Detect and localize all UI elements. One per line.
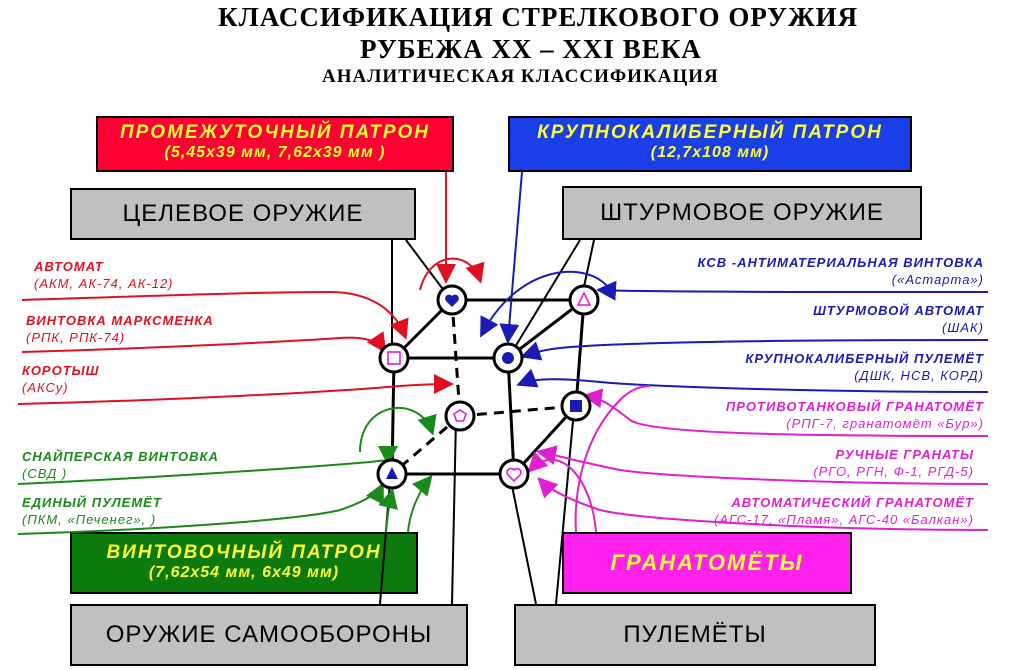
label-avtomat: АВТОМАТ (АКМ, АК-74, АК-12)	[34, 259, 174, 291]
triangle-outline-icon	[568, 284, 600, 316]
label-antitank-launcher: ПРОТИВОТАНКОВЫЙ ГРАНАТОМЁТ (РПГ-7, грана…	[725, 399, 984, 431]
label-korotysh: КОРОТЫШ (АКСу)	[22, 363, 100, 395]
label-hand-grenades: РУЧНЫЕ ГРАНАТЫ (РГО, РГН, Ф-1, РГД-5)	[813, 447, 974, 479]
blue-arrows	[480, 171, 989, 393]
intermediate-cartridge-title: ПРОМЕЖУТОЧНЫЙ ПАТРОН	[119, 122, 431, 143]
label-sniper-rifle: СНАЙПЕРСКАЯ ВИНТОВКА (СВД )	[22, 449, 219, 481]
target-weapons-box: ЦЕЛЕВОЕ ОРУЖИЕ	[70, 188, 416, 240]
rifle-cartridge-spec: (7,62х54 мм, 6х49 мм)	[148, 564, 340, 581]
large-caliber-cartridge-spec: (12,7х108 мм)	[650, 144, 770, 161]
label-universal-mg: ЕДИНЫЙ ПУЛЕМЁТ (ПКМ, «Печенег», )	[22, 495, 162, 527]
cube	[390, 298, 586, 476]
label-assault-rifle-shak: ШТУРМОВОЙ АВТОМАТ (ШАК)	[813, 303, 984, 335]
heart-icon	[436, 284, 468, 316]
heart-outline-icon	[498, 458, 530, 490]
label-auto-grenade-launcher: АВТОМАТИЧЕСКИЙ ГРАНАТОМЁТ (АГС-17, «Плам…	[714, 495, 974, 527]
magenta-arrows	[527, 385, 989, 533]
large-caliber-cartridge-title: КРУПНОКАЛИБЕРНЫЙ ПАТРОН	[537, 122, 883, 143]
intermediate-cartridge-spec: (5,45х39 мм, 7,62х39 мм )	[164, 144, 386, 161]
label-ksv-rifle: КСВ -АНТИМАТЕРИАЛЬНАЯ ВИНТОВКА («Астарта…	[697, 255, 984, 287]
large-caliber-cartridge-box: КРУПНОКАЛИБЕРНЫЙ ПАТРОН (12,7х108 мм)	[508, 116, 912, 172]
square-outline-icon	[378, 342, 410, 374]
page-title-line1: КЛАССИФИКАЦИЯ СТРЕЛКОВОГО ОРУЖИЯ	[218, 2, 859, 32]
green-arrows	[17, 407, 437, 535]
page-title-line2: РУБЕЖА XX – XXI ВЕКА	[360, 34, 702, 64]
red-arrows	[17, 172, 485, 405]
label-heavy-mg: КРУПНОКАЛИБЕРНЫЙ ПУЛЕМЁТ (ДШК, НСВ, КОРД…	[745, 351, 984, 383]
grenade-launchers-title: ГРАНАТОМЁТЫ	[610, 550, 804, 575]
page-subtitle: АНАЛИТИЧЕСКАЯ КЛАССИФИКАЦИЯ	[322, 66, 719, 87]
rifle-cartridge-box: ВИНТОВОЧНЫЙ ПАТРОН (7,62х54 мм, 6х49 мм)	[70, 532, 418, 594]
rifle-cartridge-title: ВИНТОВОЧНЫЙ ПАТРОН	[106, 542, 382, 563]
label-marksman-rifle: ВИНТОВКА МАРКСМЕНКА (РПК, РПК-74)	[26, 313, 214, 345]
intermediate-cartridge-box: ПРОМЕЖУТОЧНЫЙ ПАТРОН (5,45х39 мм, 7,62х3…	[96, 116, 454, 172]
pentagon-icon	[444, 400, 476, 432]
circle-icon	[492, 342, 524, 374]
machine-guns-box: ПУЛЕМЁТЫ	[514, 604, 876, 666]
triangle-icon	[376, 458, 408, 490]
self-defense-weapons-box: ОРУЖИЕ САМООБОРОНЫ	[70, 604, 468, 666]
assault-weapons-box: ШТУРМОВОЕ ОРУЖИЕ	[562, 186, 922, 240]
square-icon	[560, 390, 592, 422]
grenade-launchers-box: ГРАНАТОМЁТЫ	[562, 532, 852, 594]
cube-nodes	[376, 284, 600, 490]
